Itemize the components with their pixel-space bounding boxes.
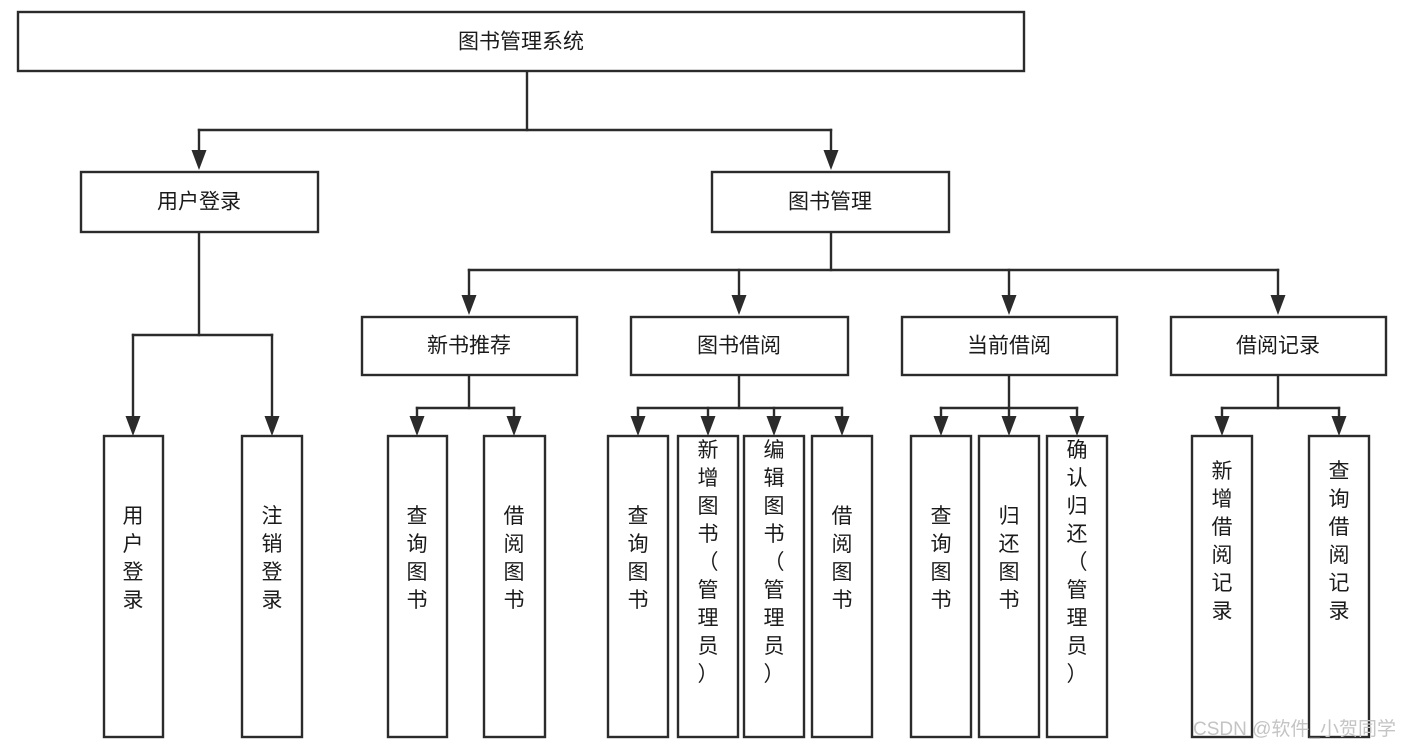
arrowhead-leaf-query-book-3	[933, 416, 949, 436]
node-leaf-edit-book-box[interactable]	[742, 434, 806, 739]
arrowhead-book-borrow	[731, 295, 747, 315]
node-leaf-user-login-box[interactable]	[102, 434, 165, 739]
node-leaf-return-book-label: 归还图书	[999, 505, 1020, 612]
node-new-book-recommend-label: 新书推荐	[427, 335, 511, 358]
arrowhead-leaf-query-record	[1331, 416, 1347, 436]
node-user-login-box[interactable]	[79, 170, 320, 234]
node-leaf-return-book-box[interactable]	[977, 434, 1041, 739]
node-leaf-return-book[interactable]: 归还图书	[977, 434, 1041, 739]
arrowhead-leaf-borrow-book-1	[506, 416, 522, 436]
node-leaf-query-book-1-box[interactable]	[386, 434, 449, 739]
node-leaf-confirm-return-box[interactable]	[1045, 434, 1109, 739]
node-book-manage-label: 图书管理	[788, 191, 872, 214]
node-leaf-query-record[interactable]: 查询借阅记录	[1307, 434, 1371, 739]
arrowhead-leaf-borrow-book-2	[834, 416, 850, 436]
node-current-borrow[interactable]: 当前借阅	[900, 315, 1119, 377]
node-leaf-edit-book[interactable]: 编辑图书（管理员）	[742, 434, 806, 739]
arrowhead-book-manage	[823, 150, 839, 170]
node-leaf-add-record[interactable]: 新增借阅记录	[1190, 434, 1254, 739]
arrowhead-leaf-user-login	[125, 416, 141, 436]
arrowhead-leaf-add-book	[700, 416, 716, 436]
node-leaf-add-book-label: 新增图书（管理员）	[698, 439, 719, 686]
node-leaf-user-login[interactable]: 用户登录	[102, 434, 165, 739]
node-leaf-confirm-return[interactable]: 确认归还（管理员）	[1045, 434, 1109, 739]
node-leaf-borrow-book-2-label: 借阅图书	[832, 505, 853, 612]
arrowhead-leaf-add-record	[1214, 416, 1230, 436]
node-root[interactable]: 图书管理系统	[16, 10, 1026, 73]
node-leaf-query-book-2[interactable]: 查询图书	[606, 434, 670, 739]
node-leaf-confirm-return-label: 确认归还（管理员）	[1067, 439, 1088, 686]
node-leaf-borrow-book-2-box[interactable]	[810, 434, 874, 739]
node-borrow-record[interactable]: 借阅记录	[1169, 315, 1388, 377]
node-book-manage[interactable]: 图书管理	[710, 170, 951, 234]
node-leaf-borrow-book-1-label: 借阅图书	[504, 505, 525, 612]
node-leaf-logout-login-label: 注销登录	[262, 505, 283, 612]
node-current-borrow-label: 当前借阅	[967, 335, 1051, 358]
node-leaf-add-book-box[interactable]	[676, 434, 740, 739]
arrowhead-leaf-confirm-return	[1069, 416, 1085, 436]
arrowhead-new-book-recommend	[461, 295, 477, 315]
node-leaf-query-book-1-label: 查询图书	[407, 505, 428, 612]
arrowhead-user-login	[191, 150, 207, 170]
node-leaf-edit-book-label: 编辑图书（管理员）	[764, 439, 785, 686]
node-leaf-borrow-book-2[interactable]: 借阅图书	[810, 434, 874, 739]
node-borrow-record-label: 借阅记录	[1236, 335, 1320, 358]
node-leaf-borrow-book-1[interactable]: 借阅图书	[482, 434, 547, 739]
arrowhead-leaf-query-book-2	[630, 416, 646, 436]
node-leaf-add-record-box[interactable]	[1190, 434, 1254, 739]
node-root-label: 图书管理系统	[458, 31, 584, 54]
node-borrow-record-box[interactable]	[1169, 315, 1388, 377]
arrowhead-leaf-query-book-1	[409, 416, 425, 436]
node-leaf-logout-login[interactable]: 注销登录	[240, 434, 304, 739]
node-leaf-query-book-1[interactable]: 查询图书	[386, 434, 449, 739]
node-leaf-query-record-label: 查询借阅记录	[1329, 460, 1350, 623]
node-book-borrow-box[interactable]	[629, 315, 850, 377]
arrowhead-leaf-edit-book	[766, 416, 782, 436]
node-leaf-query-book-3-box[interactable]	[909, 434, 973, 739]
node-root-box[interactable]	[16, 10, 1026, 73]
node-user-login-label: 用户登录	[157, 191, 241, 214]
node-user-login[interactable]: 用户登录	[79, 170, 320, 234]
node-new-book-recommend-box[interactable]	[360, 315, 579, 377]
arrowhead-borrow-record	[1270, 295, 1286, 315]
node-book-borrow[interactable]: 图书借阅	[629, 315, 850, 377]
node-leaf-query-book-3[interactable]: 查询图书	[909, 434, 973, 739]
node-leaf-user-login-label: 用户登录	[123, 505, 144, 612]
node-leaf-query-book-2-label: 查询图书	[628, 505, 649, 612]
node-leaf-query-book-3-label: 查询图书	[931, 505, 952, 612]
node-leaf-query-record-box[interactable]	[1307, 434, 1371, 739]
node-leaf-logout-login-box[interactable]	[240, 434, 304, 739]
node-book-borrow-label: 图书借阅	[697, 335, 781, 358]
watermark-label: CSDN @软件_小贺同学	[1193, 718, 1396, 740]
node-leaf-add-book[interactable]: 新增图书（管理员）	[676, 434, 740, 739]
arrowhead-leaf-return-book	[1001, 416, 1017, 436]
node-new-book-recommend[interactable]: 新书推荐	[360, 315, 579, 377]
node-book-manage-box[interactable]	[710, 170, 951, 234]
arrowhead-current-borrow	[1001, 295, 1017, 315]
arrowhead-leaf-logout-login	[264, 416, 280, 436]
node-leaf-add-record-label: 新增借阅记录	[1212, 460, 1233, 623]
edges-group	[125, 69, 1347, 436]
node-leaf-borrow-book-1-box[interactable]	[482, 434, 547, 739]
node-current-borrow-box[interactable]	[900, 315, 1119, 377]
node-leaf-query-book-2-box[interactable]	[606, 434, 670, 739]
